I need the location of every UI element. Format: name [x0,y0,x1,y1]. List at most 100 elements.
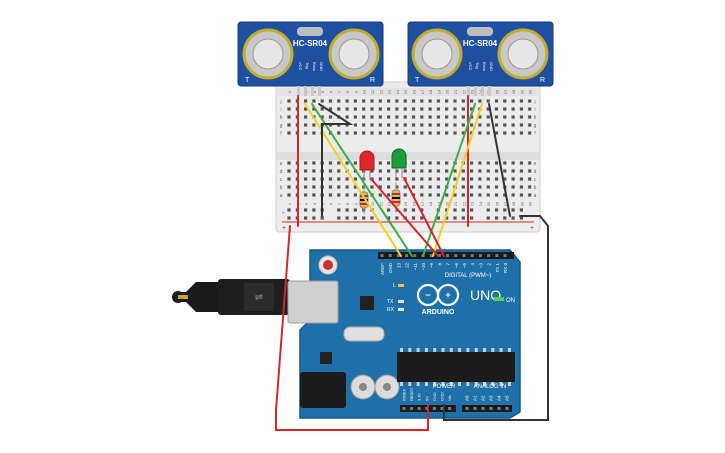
breadboard-hole [511,185,515,189]
digital-pin-label: GND [388,262,393,273]
breadboard-hole [461,115,465,119]
breadboard-hole [461,185,465,189]
breadboard-hole [345,107,349,111]
breadboard-hole [428,193,432,197]
breadboard-hole [345,99,349,103]
column-number: 14 [395,89,400,94]
column-number: 6 [329,90,334,93]
breadboard-hole [528,107,532,111]
wire-red [371,179,439,257]
breadboard-hole [395,123,399,127]
breadboard-hole [486,161,490,165]
power-on-indicator [494,297,504,301]
breadboard-hole [287,131,291,135]
breadboard-hole [503,131,507,135]
rail-hole [304,208,308,212]
rail-hole [353,208,357,212]
sensor-pin-label: Echo [482,62,487,72]
breadboard-hole [494,169,499,173]
breadboard-hole [370,185,374,189]
breadboard-hole [486,107,490,111]
breadboard-hole [503,193,507,197]
breadboard-hole [403,193,407,197]
digital-pin-label: ~5 [462,263,467,269]
sensor-pin-label: GND [489,62,494,71]
analog-pin [481,407,485,410]
breadboard-hole [519,99,523,103]
chip-pin [449,382,453,386]
digital-pin-label: 13 [396,263,401,269]
breadboard-hole [528,161,532,165]
breadboard-hole [461,177,465,181]
capacitor-top [359,383,367,391]
usb-port [287,280,339,324]
rail-hole [345,216,349,220]
atmega-pins [400,348,511,386]
column-number: 21 [453,89,458,94]
analog-header [462,405,512,412]
breadboard-hole [312,123,316,127]
breadboard-hole [337,99,341,103]
digital-pin [462,254,466,257]
breadboard-hole [287,185,291,189]
digital-pin [396,254,400,257]
chip-pin [408,382,412,386]
breadboard-hole [304,115,308,119]
column-number: 8 [345,90,350,93]
power-pin [402,407,406,410]
chip-pin [433,382,437,386]
breadboard-hole [453,123,457,127]
column-number: 29 [519,201,524,206]
row-letter: c [280,177,283,183]
breadboard-hole [411,115,416,119]
digital-header [378,252,514,259]
breadboard-hole [378,177,382,181]
breadboard-hole [395,107,399,111]
wire-green [311,103,413,257]
breadboard-hole [519,123,523,127]
column-number: 15 [403,201,408,206]
rail-plus-label: + [282,225,286,232]
breadboard-hole [453,177,457,181]
sensor-header-pins [297,86,321,96]
row-letter: e [534,161,537,167]
breadboard-hole [428,123,432,127]
breadboard-hole [503,107,507,111]
rail-hole [362,216,366,220]
breadboard-hole [353,193,357,197]
rail-hole [304,216,308,220]
rail-hole [470,208,474,212]
rail-hole [395,216,399,220]
breadboard-hole [428,131,432,135]
breadboard-hole [528,99,532,103]
breadboard-hole [453,115,457,119]
breadboard-hole [337,161,341,165]
breadboard-hole [403,107,407,111]
breadboard-hole [312,177,316,181]
column-number: 27 [503,89,508,94]
chip-pin [441,382,445,386]
digital-pin [380,254,384,257]
digital-pin-label: ~3 [478,263,483,269]
rail-hole [420,208,424,212]
breadboard-hole [378,123,382,127]
digital-pin [478,254,482,257]
breadboard-hole [378,169,382,173]
breadboard-hole [478,185,482,189]
breadboard-hole [478,99,482,103]
led-red [359,150,375,180]
breadboard-hole [511,107,515,111]
column-number: 30 [528,201,533,206]
breadboard-hole [411,177,416,181]
digital-pin-label: 7 [446,263,451,266]
column-number: 16 [412,201,417,206]
resistor-2-band [392,201,400,203]
breadboard-hole [337,177,341,181]
breadboard-hole [486,185,490,189]
column-number: 28 [511,89,516,94]
analog-pin-label: A4 [497,395,502,401]
breadboard-hole [403,185,407,189]
row-letter: d [280,169,283,175]
breadboard-hole [511,177,515,181]
power-pin-label: 3.3V [417,392,422,401]
